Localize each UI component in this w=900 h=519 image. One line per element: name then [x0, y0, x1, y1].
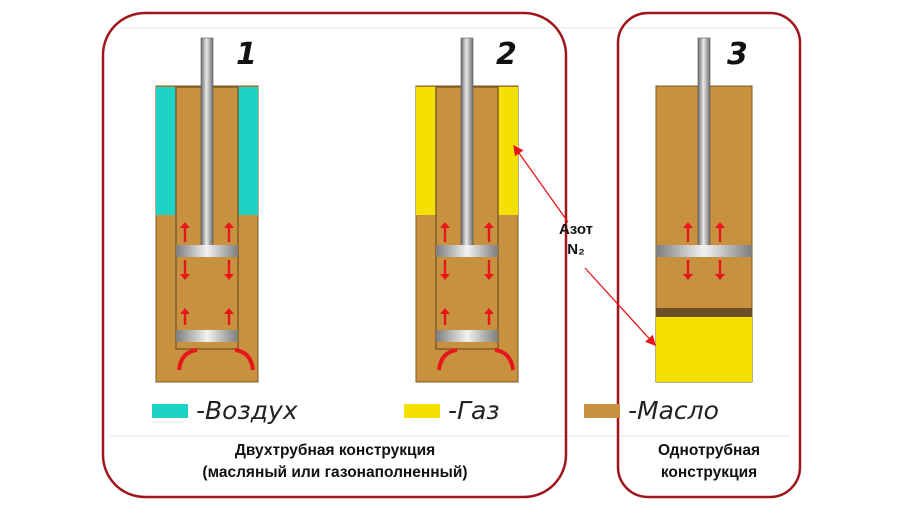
mono-tube-caption-line1: Однотрубная — [657, 442, 761, 459]
a2-valve-arrow-0-head — [440, 308, 450, 314]
a2-piston-arrow-1-down-head — [484, 274, 494, 280]
absorber-2-number: 2 — [496, 37, 517, 72]
mono-tube-frame — [616, 11, 802, 499]
a1-swirl-right — [234, 348, 255, 371]
absorber-3-floating-piston — [656, 308, 752, 317]
mono-tube-caption: Однотрубная конструкция — [625, 440, 793, 484]
absorber-1-air-right — [238, 87, 258, 215]
absorber-2-base-valve — [436, 330, 498, 342]
a2-piston-arrow-0-down-head — [440, 274, 450, 280]
absorber-3-gas-chamber — [656, 317, 752, 382]
flow-arrows — [177, 222, 725, 371]
absorber-2-piston — [436, 245, 498, 257]
a1-piston-arrow-0-down-head — [180, 274, 190, 280]
absorber-1-rod — [200, 37, 214, 247]
absorber-2-gas-right — [498, 87, 518, 215]
absorber-1-air-left — [156, 87, 176, 215]
nitrogen-pointer-upper — [513, 144, 569, 223]
a1-valve-arrow-0-head — [180, 308, 190, 314]
mono-tube-caption-line2: конструкция — [660, 464, 758, 481]
legend-swatch-oil — [584, 404, 620, 418]
absorber-1 — [155, 37, 259, 383]
a3-piston-arrow-0-up-head — [683, 222, 693, 228]
absorber-1-number: 1 — [236, 37, 257, 72]
absorber-1-base-valve — [176, 330, 238, 342]
a3-piston-arrow-1-down-head — [715, 274, 725, 280]
nitrogen-label: Азот N₂ — [548, 220, 604, 260]
absorber-3 — [655, 37, 753, 383]
twin-tube-caption: Двухтрубная конструкция (масляный или га… — [150, 440, 520, 484]
a2-swirl-right — [494, 348, 515, 371]
absorber-2-gas-left — [416, 87, 436, 215]
a1-swirl-left — [177, 348, 198, 371]
legend-label-air: -Воздух — [196, 396, 298, 425]
twin-tube-frame — [101, 11, 568, 499]
legend-swatch-air — [152, 404, 188, 418]
nitrogen-pointer-lower — [584, 267, 656, 346]
a2-valve-arrow-1-head — [484, 308, 494, 314]
a2-piston-arrow-0-up-head — [440, 222, 450, 228]
a2-swirl-left — [437, 348, 458, 371]
a3-piston-arrow-1-up-head — [715, 222, 725, 228]
nitrogen-label-line2: N₂ — [567, 241, 585, 258]
absorber-2-rod — [460, 37, 474, 247]
a2-piston-arrow-1-up-head — [484, 222, 494, 228]
a1-valve-arrow-1-head — [224, 308, 234, 314]
legend-swatch-gas — [404, 404, 440, 418]
twin-tube-caption-line2: (масляный или газонаполненный) — [202, 464, 468, 481]
absorber-3-rod — [697, 37, 711, 247]
a1-piston-arrow-1-up-head — [224, 222, 234, 228]
legend-label-gas: -Газ — [448, 396, 500, 425]
absorber-2 — [415, 37, 519, 383]
absorber-1-piston — [176, 245, 238, 257]
a1-piston-arrow-0-up-head — [180, 222, 190, 228]
twin-tube-caption-line1: Двухтрубная конструкция — [234, 442, 436, 459]
nitrogen-label-line1: Азот — [558, 221, 594, 238]
a3-piston-arrow-0-down-head — [683, 274, 693, 280]
legend-label-oil: -Масло — [628, 396, 719, 425]
absorber-3-piston — [656, 245, 752, 257]
absorber-3-number: 3 — [727, 37, 748, 72]
a1-piston-arrow-1-down-head — [224, 274, 234, 280]
